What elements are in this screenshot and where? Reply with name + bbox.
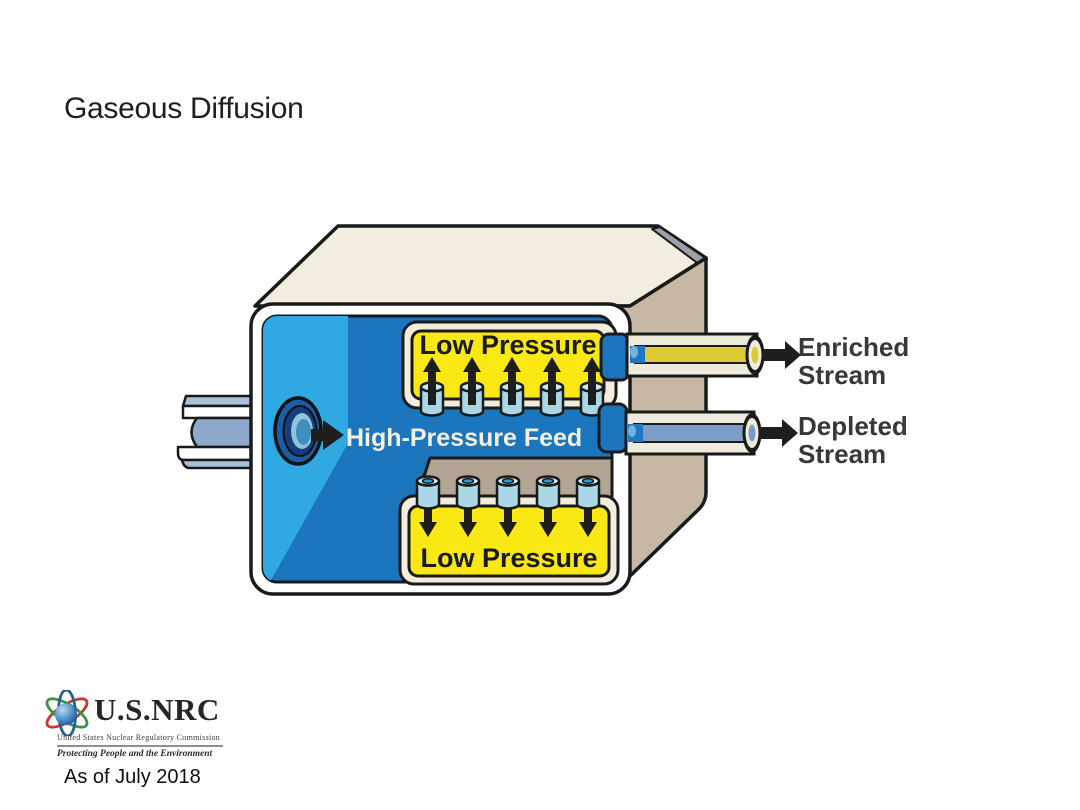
low-pressure-chamber-top: Low Pressure <box>401 320 618 417</box>
enriched-stream-label: Enriched Stream <box>798 332 909 390</box>
as-of-date: As of July 2018 <box>64 766 201 788</box>
high-pressure-feed-label: High-Pressure Feed <box>346 424 582 452</box>
enriched-stream-pipe <box>599 332 801 382</box>
depleted-stream-label: Depleted Stream <box>798 411 908 469</box>
enriched-arrow-icon <box>762 341 801 369</box>
nrc-tagline: Protecting People and the Environment <box>57 749 213 759</box>
depleted-stream-pipe <box>597 402 798 456</box>
low-pressure-top-label: Low Pressure <box>419 330 596 360</box>
depleted-label-line2: Stream <box>798 439 886 469</box>
box-top-face <box>253 224 708 308</box>
diffusion-barrier-cylinder-icon <box>535 475 561 510</box>
nrc-atom-icon <box>45 690 89 736</box>
depleted-label-line1: Depleted <box>798 411 908 441</box>
nrc-subtitle: United States Nuclear Regulatory Commiss… <box>57 733 221 742</box>
enriched-label-line2: Stream <box>798 360 886 390</box>
low-pressure-chamber-bottom: Low Pressure <box>398 475 620 586</box>
feed-inlet-pipe <box>176 394 254 470</box>
nrc-logo: U.S.NRC United States Nuclear Regulatory… <box>38 688 238 764</box>
diffusion-barrier-cylinder-icon <box>575 475 601 510</box>
nrc-divider <box>57 745 223 747</box>
diffusion-barrier-cylinder-icon <box>415 475 441 510</box>
diffusion-barrier-cylinder-icon <box>495 475 521 510</box>
slide-title: Gaseous Diffusion <box>64 92 304 125</box>
feed-flow-arrow-icon <box>311 420 344 450</box>
depleted-arrow-icon <box>759 419 798 447</box>
feed-inlet-port-icon <box>273 396 323 466</box>
nrc-wordmark: U.S.NRC <box>94 692 220 727</box>
enriched-label-line1: Enriched <box>798 332 909 362</box>
low-pressure-bottom-label: Low Pressure <box>420 543 597 573</box>
diffusion-barrier-cylinder-icon <box>455 475 481 510</box>
